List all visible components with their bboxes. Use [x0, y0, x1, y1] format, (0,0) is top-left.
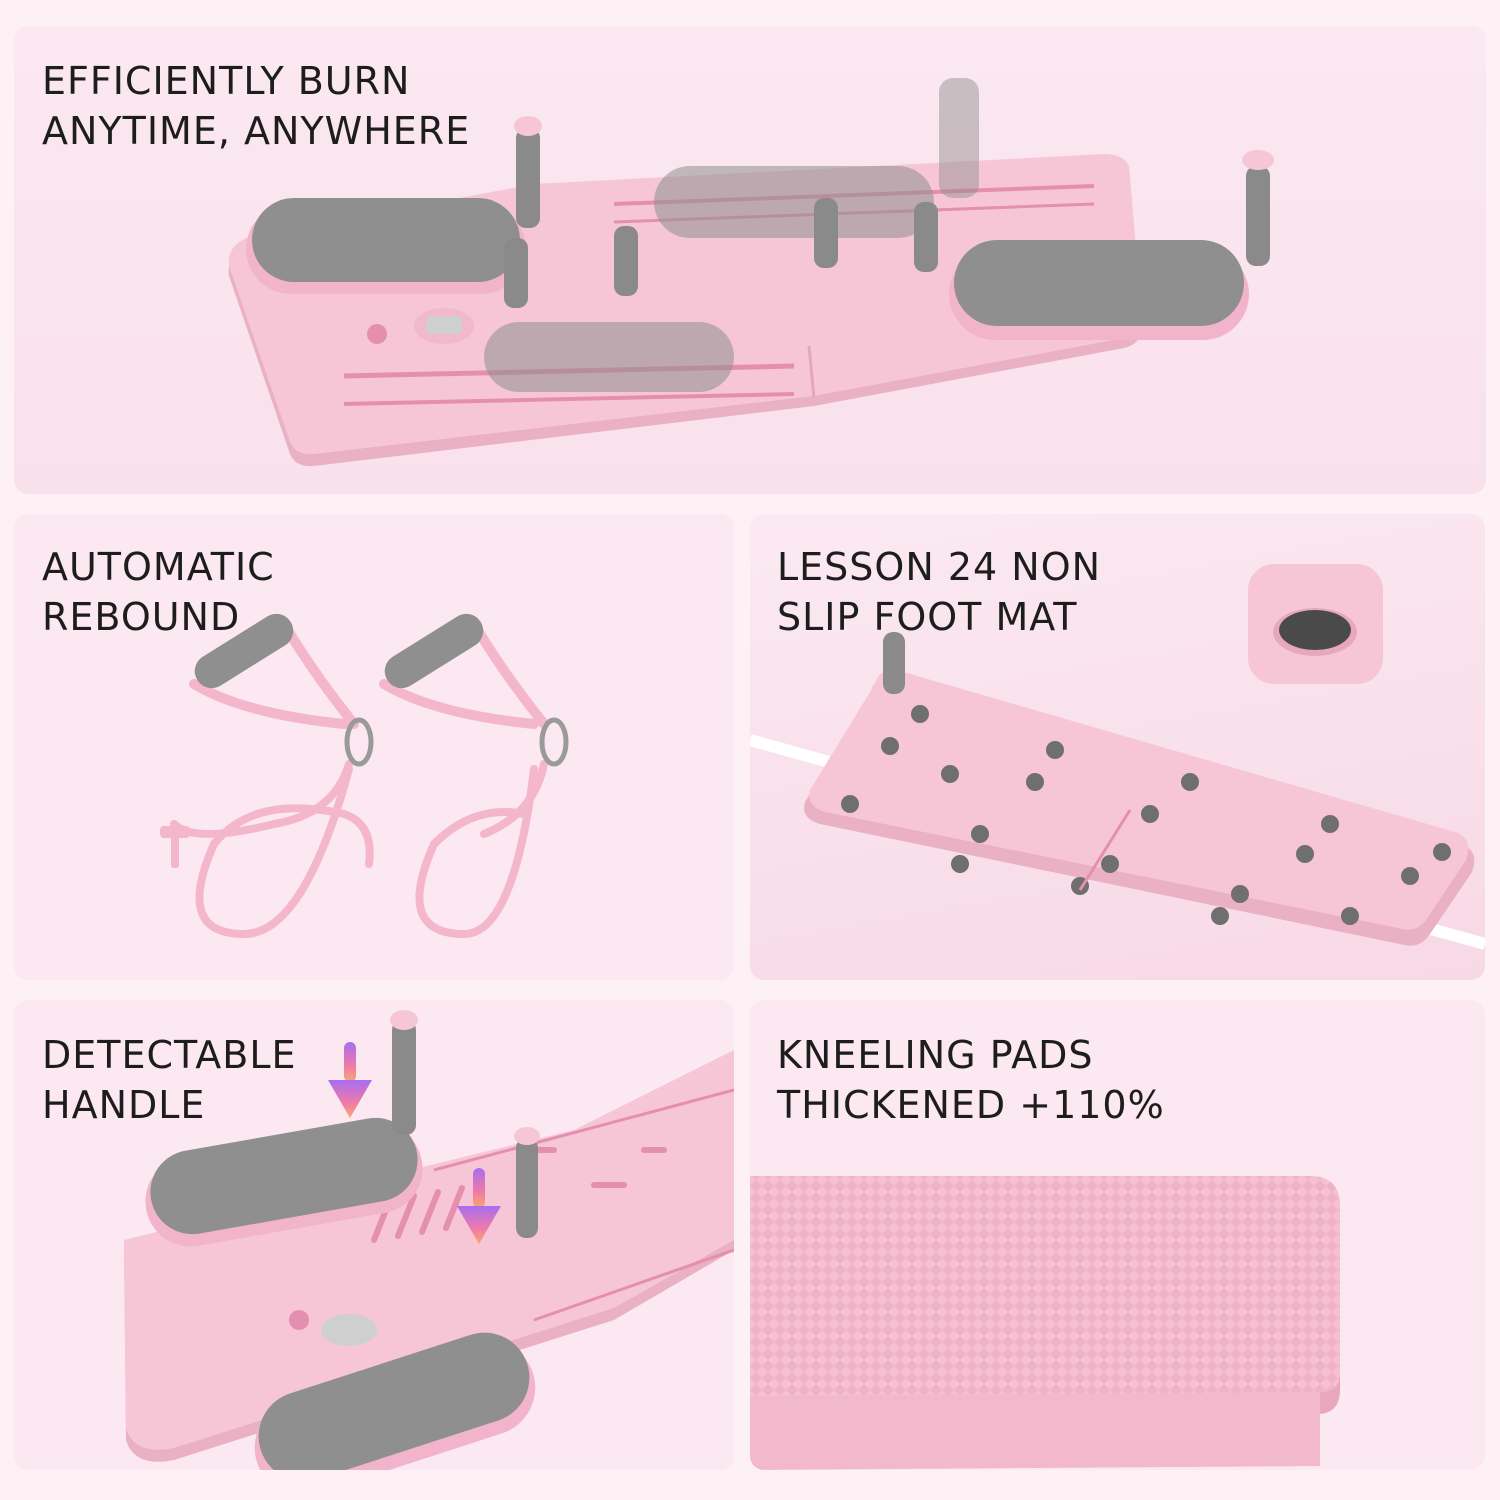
panel-mat: LESSON 24 NON SLIP FOOT MAT — [750, 514, 1485, 980]
caption-line: SLIP FOOT MAT — [777, 595, 1078, 639]
caption-line: DETECTABLE — [42, 1033, 297, 1077]
caption-line: ANYTIME, ANYWHERE — [42, 109, 471, 153]
down-arrow-icon — [328, 1042, 372, 1118]
panel-rebound-caption: AUTOMATIC REBOUND — [42, 542, 275, 642]
panel-burn-caption: EFFICIENTLY BURN ANYTIME, ANYWHERE — [42, 56, 470, 156]
caption-line: EFFICIENTLY BURN — [42, 59, 411, 103]
kneeling-pad-illustration — [750, 1176, 1340, 1470]
caption-line: LESSON 24 NON — [777, 545, 1102, 589]
panel-handle-caption: DETECTABLE HANDLE — [42, 1030, 297, 1130]
pushup-board-illustration — [228, 78, 1274, 467]
caption-line: AUTOMATIC — [42, 545, 275, 589]
panel-pads-caption: KNEELING PADS THICKENED +110% — [777, 1030, 1165, 1130]
panel-burn: EFFICIENTLY BURN ANYTIME, ANYWHERE — [14, 26, 1486, 494]
panel-pads: KNEELING PADS THICKENED +110% — [750, 1000, 1485, 1470]
foot-mat-illustration — [750, 564, 1485, 950]
handle-board-illustration — [124, 1010, 734, 1470]
panel-handle: DETECTABLE HANDLE — [14, 1000, 734, 1470]
caption-line: REBOUND — [42, 595, 241, 639]
caption-line: KNEELING PADS — [777, 1033, 1094, 1077]
caption-line: HANDLE — [42, 1083, 206, 1127]
resistance-bands-illustration — [160, 613, 569, 939]
caption-line: THICKENED +110% — [777, 1083, 1165, 1127]
panel-mat-caption: LESSON 24 NON SLIP FOOT MAT — [777, 542, 1101, 642]
down-arrow-icon — [457, 1168, 501, 1244]
panel-rebound: AUTOMATIC REBOUND — [14, 514, 734, 980]
